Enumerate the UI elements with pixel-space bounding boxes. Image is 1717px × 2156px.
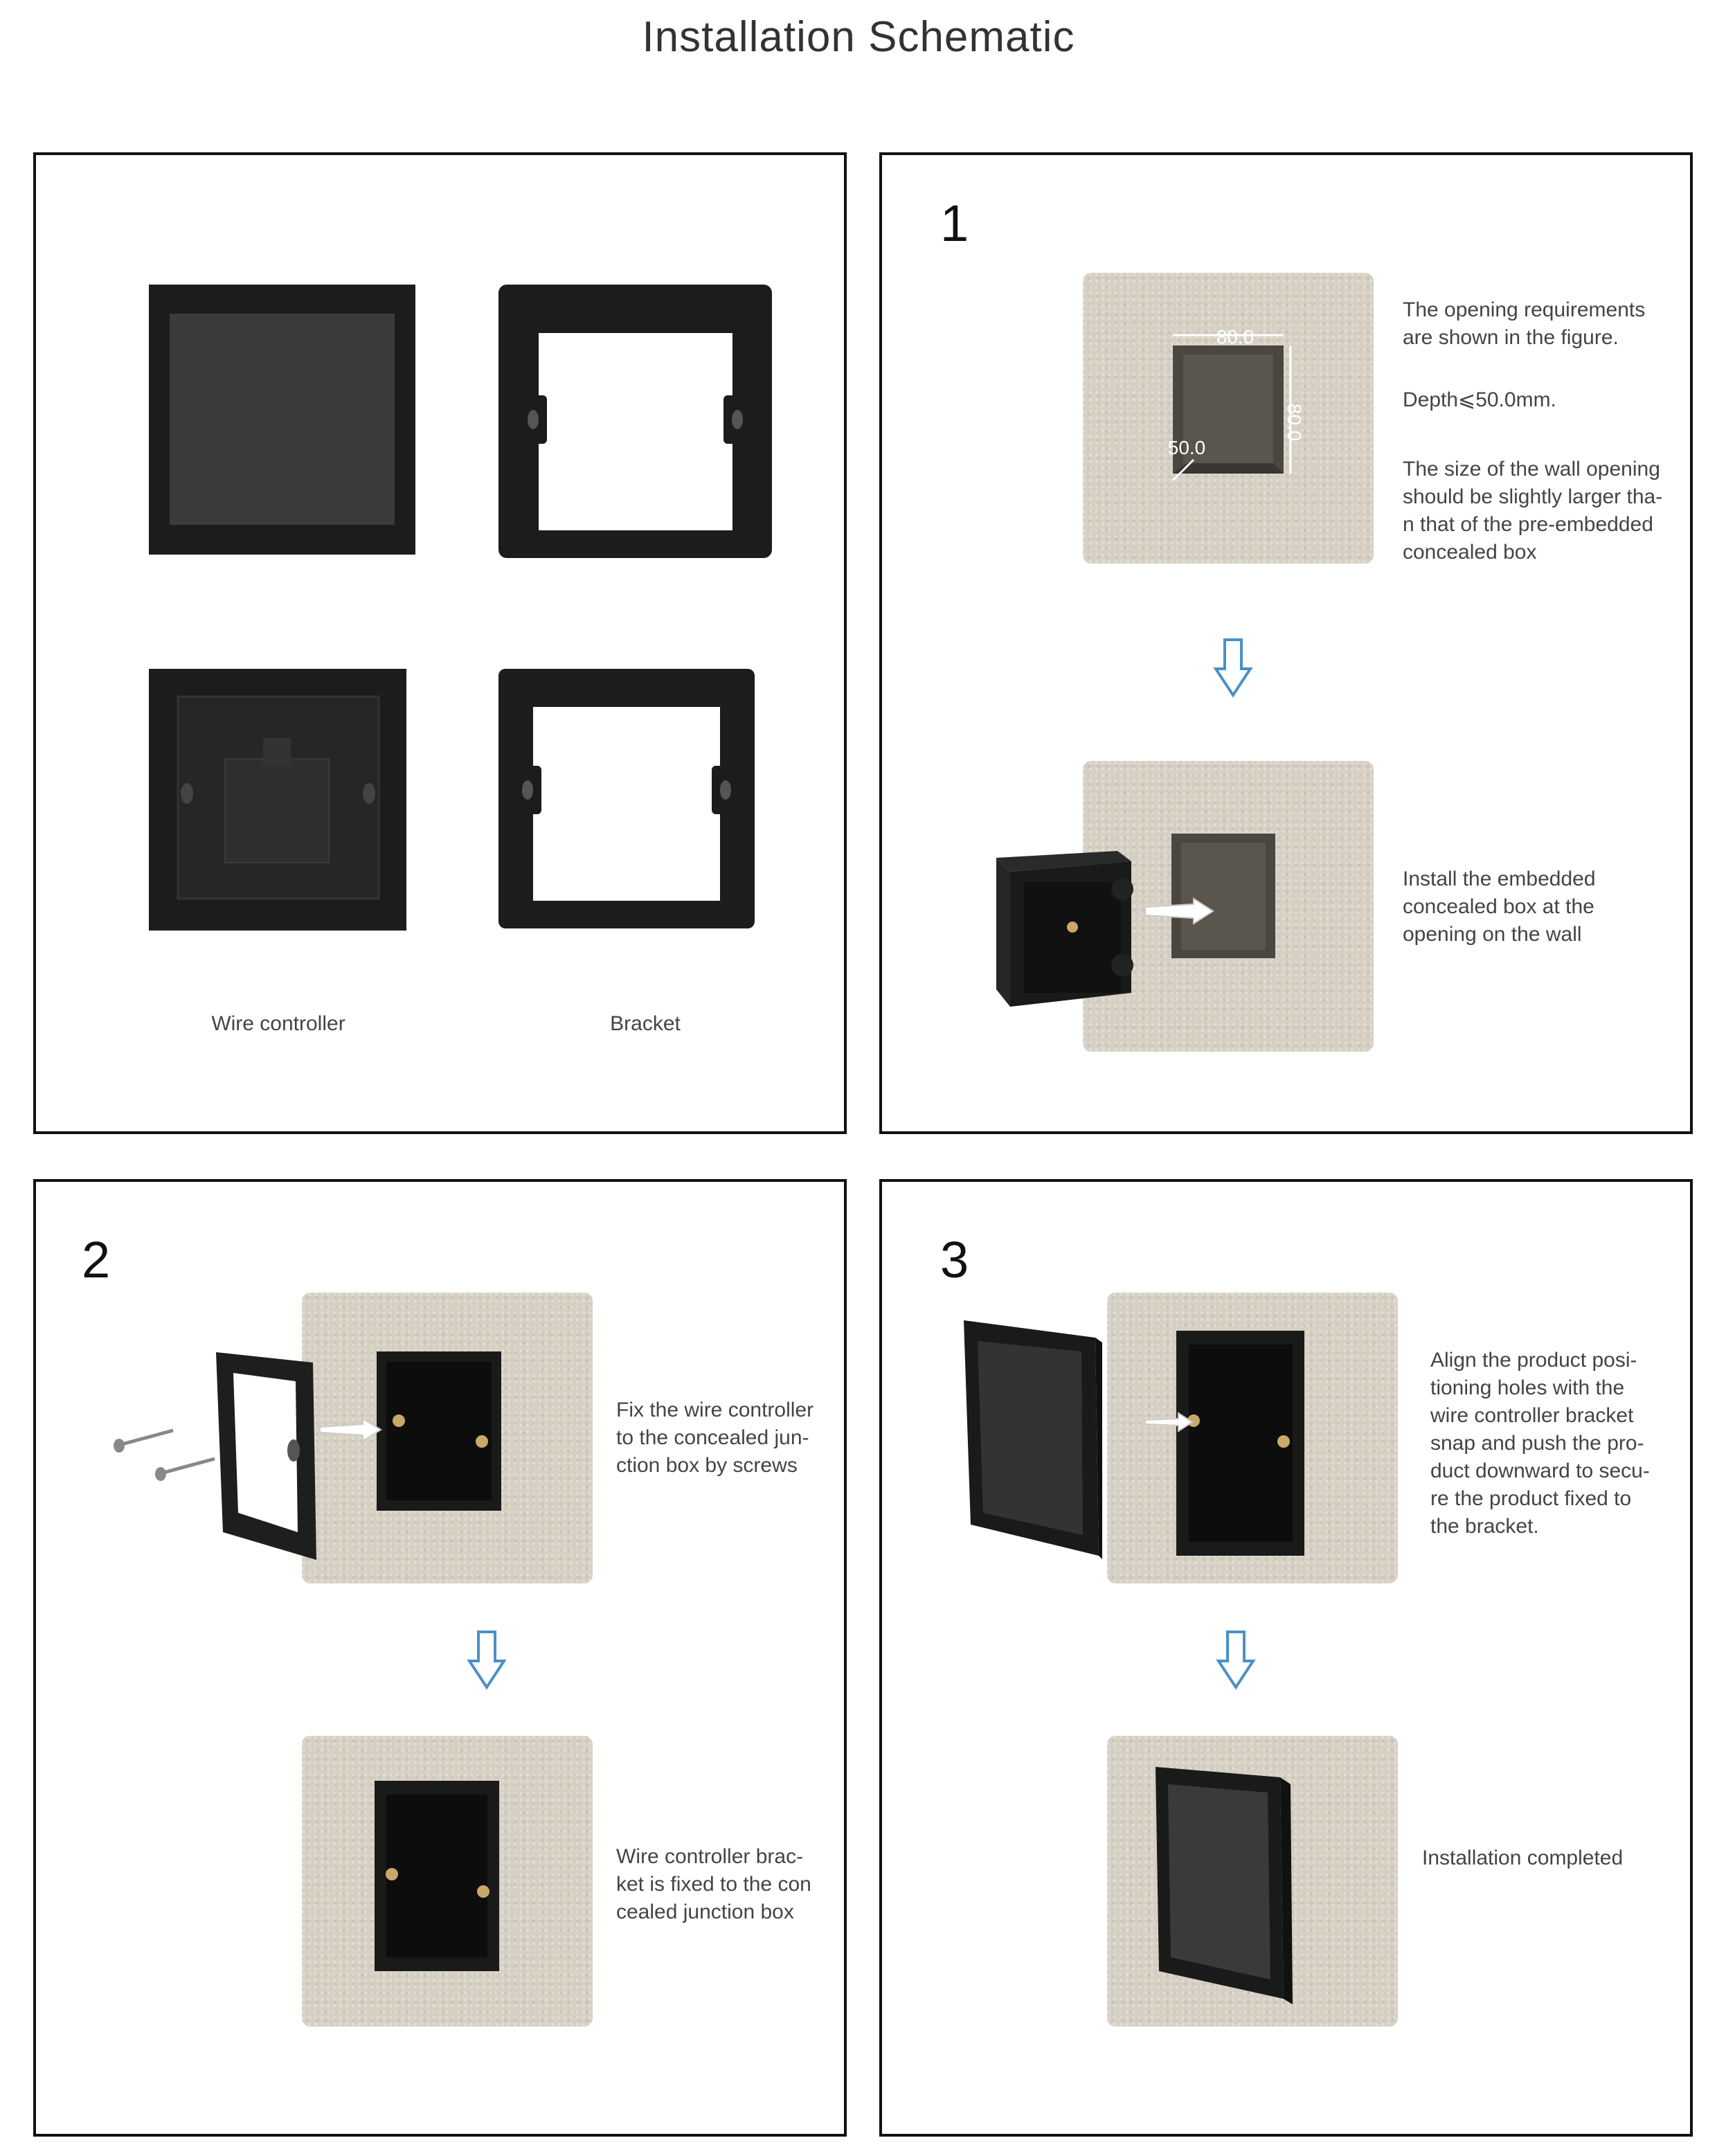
push-arrow-icon: [319, 1417, 382, 1442]
push-arrow-icon: [1144, 1412, 1194, 1432]
bracket-label: Bracket: [610, 1012, 681, 1035]
dim-width-label: 80.0: [1216, 326, 1255, 348]
screw-icon: [114, 1428, 174, 1453]
wire-controller-front-image: [149, 285, 415, 555]
align-product-text: Align the product posi- tioning holes wi…: [1430, 1349, 1650, 1538]
opening-requirements-text: The opening requirements are shown in th…: [1403, 298, 1646, 349]
down-arrow-icon: [1213, 638, 1253, 698]
wall-opening-image: [1083, 273, 1374, 564]
page-title: Installation Schematic: [642, 13, 1075, 61]
depth-text: Depth⩽50.0mm.: [1403, 388, 1556, 411]
wall-junction-box-image: [302, 1293, 593, 1583]
concealed-box-image: [996, 851, 1133, 1007]
wire-controller-back-image: [149, 669, 406, 931]
bracket-fixed-text: Wire controller brac- ket is fixed to th…: [616, 1845, 811, 1923]
wire-controller-label: Wire controller: [211, 1012, 345, 1035]
wall-bracket-image: [1107, 1293, 1398, 1583]
down-arrow-icon: [1216, 1631, 1256, 1690]
dim-depth-label: 50.0: [1167, 437, 1206, 458]
step-number: 2: [82, 1231, 111, 1288]
down-arrow-icon: [467, 1631, 507, 1690]
dim-height-label: 80.0: [1284, 403, 1305, 442]
installation-completed-text: Installation completed: [1422, 1847, 1624, 1869]
screw-icon: [155, 1457, 215, 1481]
bracket-front-image: [498, 285, 772, 558]
step-number: 1: [940, 195, 969, 252]
wall-with-box-image: [1083, 761, 1374, 1052]
bracket-angled-image: [216, 1352, 316, 1560]
step-3-panel: 3 Align the product posi- tioning holes …: [879, 1179, 1693, 2137]
opening-size-text: The size of the wall opening should be s…: [1403, 458, 1663, 564]
fix-screws-text: Fix the wire controller to the concealed…: [616, 1399, 814, 1477]
push-arrow-icon: [1144, 897, 1214, 925]
bracket-back-image: [498, 669, 755, 928]
controller-angled-image: [964, 1320, 1102, 1559]
wall-installed-image: [1107, 1736, 1398, 2027]
wall-bracket-fixed-image: [302, 1736, 593, 2027]
components-panel: Wire controller Bracket: [33, 152, 847, 1134]
step-number: 3: [940, 1231, 969, 1288]
install-box-text: Install the embedded concealed box at th…: [1403, 868, 1596, 946]
step-1-panel: 1 80.0 80.0 50.0 The opening requirement…: [879, 152, 1693, 1134]
step-2-panel: 2 Fix the wire controller to the conceal…: [33, 1179, 847, 2137]
